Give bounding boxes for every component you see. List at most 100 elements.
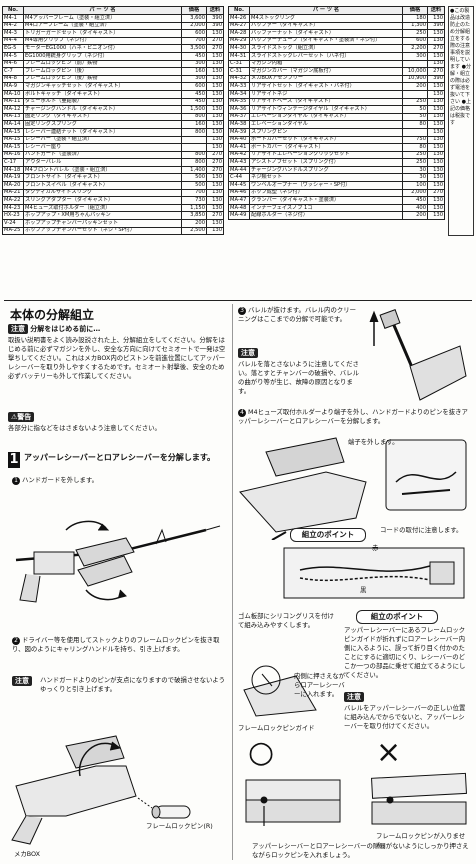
cell-name: タクティカルサイドスリング <box>23 188 182 198</box>
cell-price: 800 <box>181 112 207 122</box>
cell-name: バッファー（ダイキャスト） <box>249 21 403 31</box>
cell-price: 3,600 <box>181 14 207 23</box>
cell-name: ダミーボルト（亜鉛製） <box>23 97 182 107</box>
cell-no: C-31 <box>228 59 250 69</box>
cell-price: 700 <box>181 188 207 198</box>
cell-name: ハンドガード（塗装済） <box>23 150 182 160</box>
cell-price: 730 <box>181 196 207 205</box>
cell-no: MA-36 <box>228 105 250 114</box>
cell-qty: 130 <box>206 173 224 183</box>
cell-no: MA-37 <box>228 112 250 122</box>
cell-no: MA-29 <box>228 36 250 46</box>
cell-name: ホップアップチャンバーセット（ネジ・SP付） <box>23 226 182 236</box>
cell-name: リアサイトウィンテージダイヤル（ダイキャスト） <box>249 105 403 114</box>
step-3-marker: 3 <box>238 307 246 315</box>
cell-qty: 130 <box>427 181 445 190</box>
cell-name: ワンベルオープナー（ワッシャー・SP付） <box>249 181 403 190</box>
cell-no: MA-41 <box>228 143 250 152</box>
cell-price: 600 <box>181 82 207 91</box>
cell-no: MA-13 <box>2 112 24 122</box>
cell-no: MA-25 <box>2 226 24 236</box>
cell-no: MA-48 <box>228 203 250 213</box>
header-name: パ ー ツ 名 <box>249 6 403 15</box>
cell-price: 80 <box>402 120 428 129</box>
cell-qty: 130 <box>206 196 224 205</box>
table-header-row: No. パ ー ツ 名 価格 送料 <box>2 6 224 15</box>
cell-qty: 130 <box>427 173 445 183</box>
cell-name: クランパー（ダイキャスト・塗装済） <box>249 196 403 205</box>
cell-no: M4-5 <box>2 51 24 61</box>
cell-qty: 130 <box>427 112 445 122</box>
cell-price: 500 <box>181 181 207 190</box>
frame-pin-illustration <box>11 735 191 845</box>
cell-qty: 390 <box>206 21 224 31</box>
cell-price: 300 <box>402 51 428 61</box>
cell-no: MA-49 <box>228 211 250 221</box>
cell-name: M4フロントバレル（塗装・組立済） <box>23 165 182 175</box>
cell-price: 50 <box>402 112 428 122</box>
cell-no: M4-1 <box>2 14 24 23</box>
cell-price: 3,500 <box>181 44 207 53</box>
cell-price <box>181 135 207 145</box>
cell-price: 600 <box>402 36 428 46</box>
cell-no: MA-21 <box>2 188 24 198</box>
cell-price: 2,000 <box>181 21 207 31</box>
cell-price: 180 <box>402 14 428 23</box>
caution-tag: 注意 <box>8 324 28 334</box>
cell-name: スライドストックレバーセット（ハネ付） <box>249 51 403 61</box>
cell-price: 800 <box>181 158 207 167</box>
cell-name: チャージングハンドルスプリング <box>249 165 403 175</box>
mechabox-label: メカBOX <box>14 850 41 858</box>
cell-no: MA-27 <box>228 21 250 31</box>
cell-price: 1,400 <box>181 165 207 175</box>
caution-4-body: バレルをアッパーレシーバーの正しい位置に組み込んでからでないと、アッパーレシーバ… <box>344 704 466 730</box>
cell-no: EG-5 <box>2 44 24 53</box>
cell-price: 200 <box>402 82 428 91</box>
cell-qty: 130 <box>206 219 224 228</box>
cell-no: C-17 <box>2 158 24 167</box>
cell-price <box>402 89 428 99</box>
divider <box>4 300 472 301</box>
cell-name: 固定リングスプリング <box>23 120 182 129</box>
cell-price: 10,000 <box>402 67 428 76</box>
receiver-separation-illustration <box>239 437 467 540</box>
step-1-number: 1 <box>8 452 20 468</box>
cell-price: 2,500 <box>181 226 207 236</box>
cell-no: MA-40 <box>228 135 250 145</box>
cell-qty: 130 <box>206 188 224 198</box>
cell-no: M4-4 <box>2 36 24 46</box>
cell-name: バッファーチューブ（ダイキャスト・塗装済・ネジ付） <box>249 36 403 46</box>
red-wire-label: 赤 <box>372 544 379 552</box>
cell-qty: 270 <box>206 36 224 46</box>
cell-price: 30 <box>402 173 428 183</box>
cell-qty: 130 <box>206 143 224 152</box>
cell-qty: 390 <box>427 74 445 84</box>
cell-price: 300 <box>181 74 207 84</box>
step-4-marker: 4 <box>238 409 246 417</box>
cell-no: M4-3 <box>2 29 24 38</box>
cell-qty: 130 <box>427 120 445 129</box>
cell-price: 160 <box>181 120 207 129</box>
black-wire-label: 黒 <box>360 586 367 594</box>
cell-name: ホップ成型（ネジ付） <box>249 188 403 198</box>
cell-price: 750 <box>402 135 428 145</box>
